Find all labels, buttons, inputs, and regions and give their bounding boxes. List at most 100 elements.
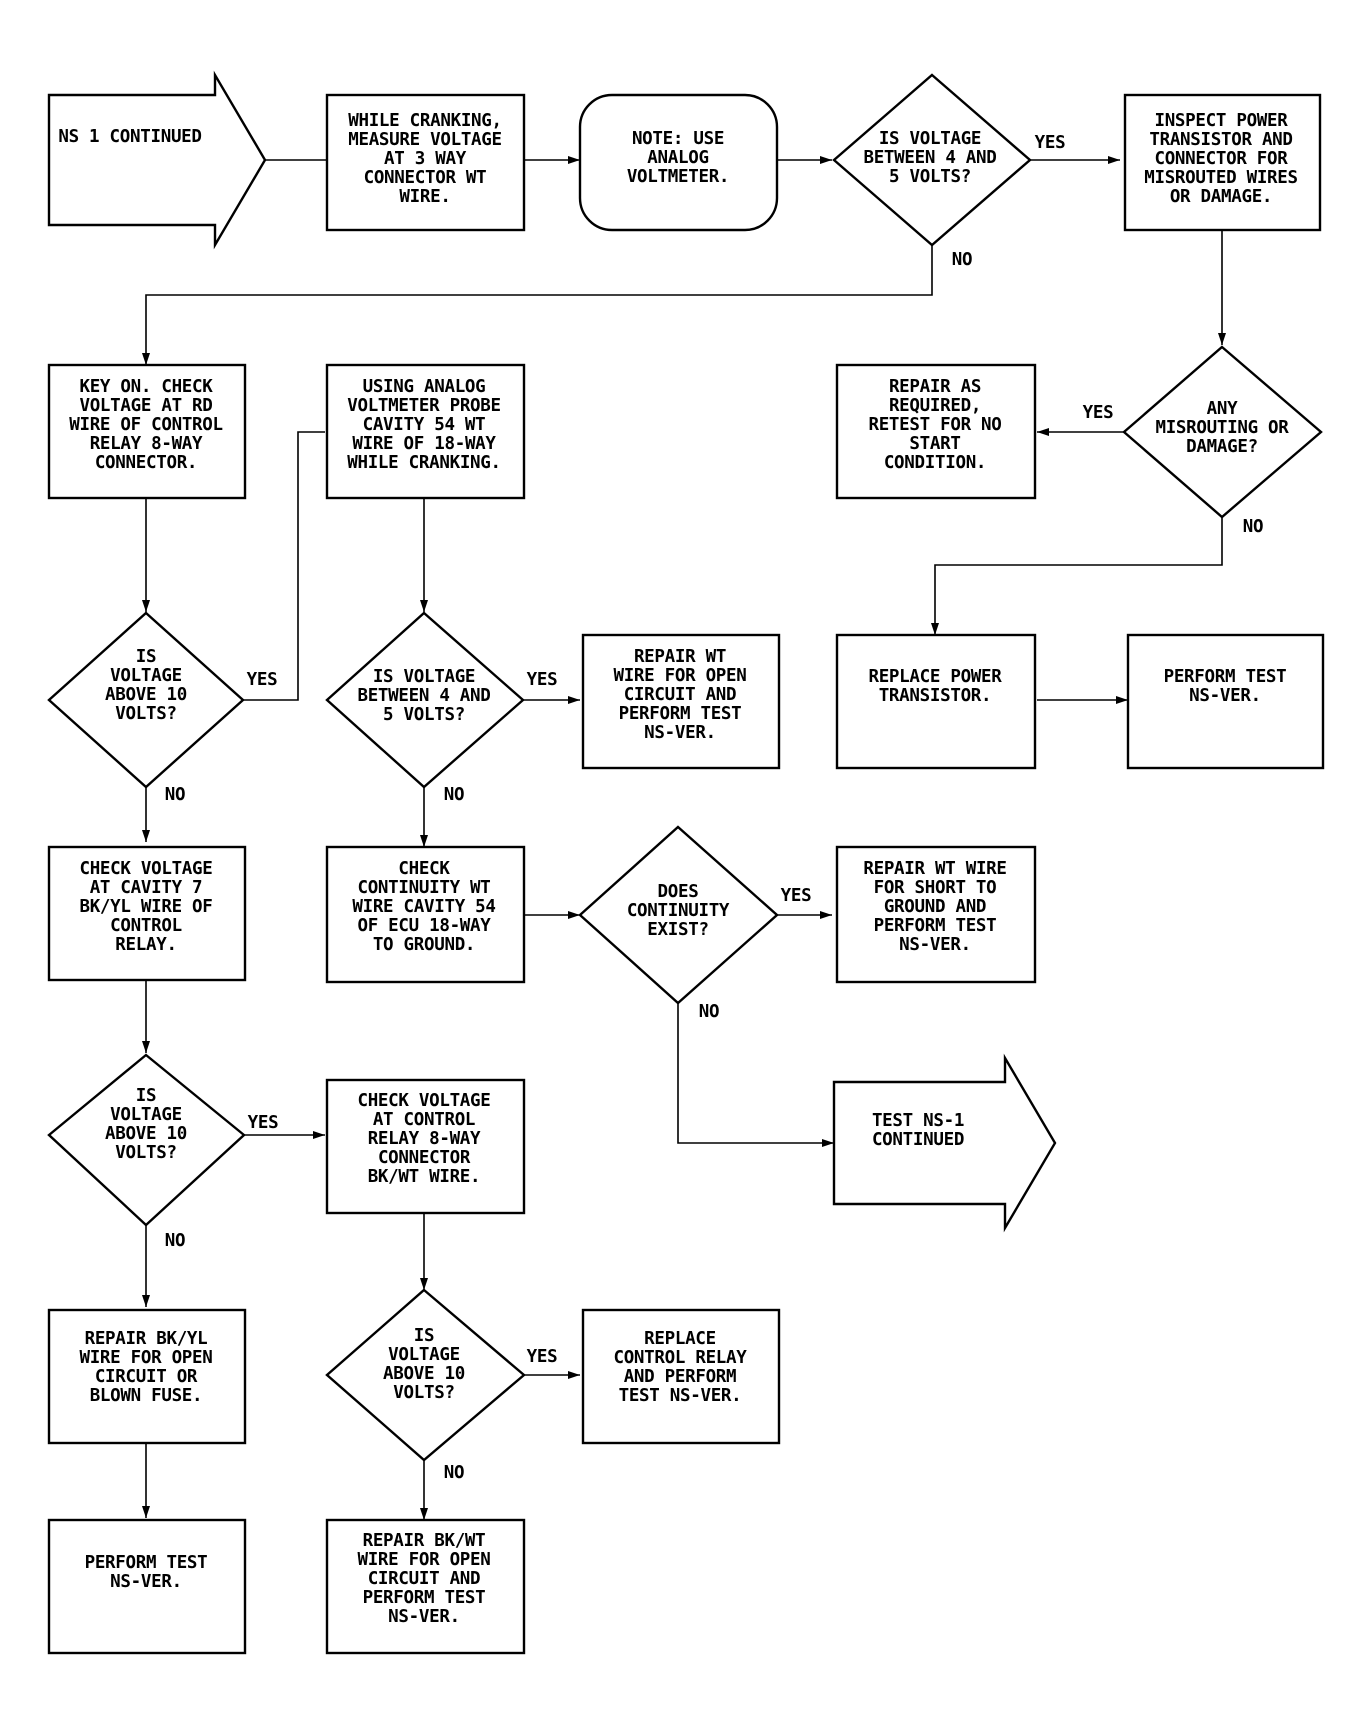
key-on-box [47, 363, 247, 500]
check-cavity7-text-line: RELAY. [115, 935, 176, 955]
inspect-text-line: OR DAMAGE. [1170, 187, 1272, 207]
replace-transistor-text-line: TRANSISTOR. [879, 686, 992, 706]
q-voltage-4-5-diamond [832, 73, 1032, 247]
q-misrouting-text-line: DAMAGE? [1186, 437, 1258, 457]
check-continuity-text-line: WIRE CAVITY 54 [352, 897, 495, 917]
repair-short-box [835, 845, 1037, 984]
replace-transistor-box [835, 633, 1037, 770]
q-voltage-4-5-b-diamond [325, 611, 525, 789]
key-on-text-line: WIRE OF CONTROL [69, 415, 223, 435]
key-on-text-line: VOLTAGE AT RD [79, 396, 212, 416]
repair-short-text-line: PERFORM TEST [874, 916, 997, 936]
yes-label: YES [1083, 403, 1114, 423]
check-continuity-text-line: TO GROUND. [373, 935, 475, 955]
q-continuity-diamond [578, 825, 779, 1005]
repair-bkwt-text-line: NS-VER. [388, 1607, 460, 1627]
repair-bkyl-text-line: BLOWN FUSE. [90, 1386, 203, 1406]
check-bkwt-box [325, 1078, 526, 1215]
check-cavity7-text-line: AT CAVITY 7 [90, 878, 203, 898]
analog-probe-text-line: VOLTMETER PROBE [347, 396, 501, 416]
key-on-text-line: CONNECTOR. [95, 453, 197, 473]
check-cavity7-box [47, 845, 247, 982]
repair-as-req-text-line: CONDITION. [884, 453, 986, 473]
start-block-arrow [47, 70, 267, 250]
inspect-box [1123, 93, 1322, 232]
check-bkwt-text-line: CONNECTOR [378, 1148, 471, 1168]
check-continuity-text-line: CONTINUITY WT [357, 878, 490, 898]
q-voltage-4-5-b-text-line: IS VOLTAGE [373, 667, 475, 687]
key-on-text-line: RELAY 8-WAY [90, 434, 203, 454]
perform-test-right-text-line: NS-VER. [1189, 686, 1261, 706]
repair-bkyl-box [47, 1308, 247, 1445]
no-label: NO [952, 250, 972, 270]
crank-measure-text-line: CONNECTOR WT [364, 168, 487, 188]
repair-as-req-text-line: REQUIRED, [889, 396, 981, 416]
q-above10-b-text-line: IS [136, 1086, 156, 1106]
perform-test-left-box [47, 1518, 247, 1655]
q-continuity-text-line: DOES [658, 882, 699, 902]
check-cavity7-text-line: CHECK VOLTAGE [79, 859, 212, 879]
yes-label: YES [527, 1347, 558, 1367]
check-continuity-text-line: OF ECU 18-WAY [357, 916, 491, 936]
repair-as-req-text-line: START [909, 434, 960, 454]
repair-bkyl-text-line: CIRCUIT OR [95, 1367, 198, 1387]
q-misrouting-text-line: MISROUTING OR [1155, 418, 1289, 438]
repair-wt-open-box [581, 633, 781, 770]
repair-as-req-text-line: REPAIR AS [889, 377, 981, 397]
shapes [47, 70, 1325, 1655]
continue-block-arrow [832, 1053, 1057, 1233]
replace-relay-text-line: CONTROL RELAY [613, 1348, 747, 1368]
perform-test-right-text-line: PERFORM TEST [1164, 667, 1287, 687]
replace-relay-text-line: REPLACE [644, 1329, 716, 1349]
yes-label: YES [527, 670, 558, 690]
q-above10-a-text-line: VOLTS? [115, 704, 176, 724]
q-above10-c-text-line: VOLTS? [393, 1383, 454, 1403]
crank-measure-text-line: MEASURE VOLTAGE [348, 130, 502, 150]
perform-test-left-text-line: PERFORM TEST [85, 1553, 208, 1573]
connector-lines [145, 159, 1223, 1520]
no-label: NO [165, 785, 185, 805]
repair-short-text-line: NS-VER. [899, 935, 971, 955]
test-ns1-continued-text-line: TEST NS-1 [872, 1111, 964, 1131]
q-continuity-text-line: EXIST? [647, 920, 708, 940]
replace-relay-text-line: AND PERFORM [624, 1367, 737, 1387]
q-above10-a-text-line: VOLTAGE [110, 666, 182, 686]
q-voltage-4-5-text-line: IS VOLTAGE [879, 129, 981, 149]
no-label: NO [1243, 517, 1263, 537]
inspect-text-line: INSPECT POWER [1154, 111, 1288, 131]
q-above10-b-diamond [47, 1053, 246, 1227]
repair-wt-open-text-line: PERFORM TEST [619, 704, 742, 724]
q-above10-b-text-line: VOLTS? [115, 1143, 176, 1163]
check-continuity-text-line: CHECK [398, 859, 450, 879]
test-ns1-continued-text-line: CONTINUED [872, 1130, 964, 1150]
q-voltage-4-5-b-text-line: BETWEEN 4 AND [357, 686, 490, 706]
q-voltage-4-5-text-line: 5 VOLTS? [889, 167, 971, 187]
inspect-text-line: TRANSISTOR AND [1149, 130, 1292, 150]
repair-wt-open-text-line: CIRCUIT AND [624, 685, 737, 705]
repair-as-required-box [835, 363, 1037, 500]
check-bkwt-text-line: AT CONTROL [373, 1110, 475, 1130]
q-misrouting-diamond [1122, 345, 1323, 519]
q-voltage-4-5-text-line: BETWEEN 4 AND [863, 148, 996, 168]
analog-probe-text-line: WHILE CRANKING. [347, 453, 501, 473]
replace-relay-box [581, 1308, 781, 1445]
no-label: NO [699, 1002, 719, 1022]
yes-label: YES [781, 886, 812, 906]
no-label: NO [444, 1463, 464, 1483]
no-label: NO [165, 1231, 185, 1251]
q-above10-a-text-line: ABOVE 10 [105, 685, 187, 705]
repair-bkyl-text-line: REPAIR BK/YL [85, 1329, 208, 1349]
key-on-text-line: KEY ON. CHECK [79, 377, 213, 397]
q-above10-c-text-line: ABOVE 10 [383, 1364, 465, 1384]
repair-short-text-line: REPAIR WT WIRE [863, 859, 1006, 879]
perform-test-right-box [1126, 633, 1325, 770]
repair-bkwt-text-line: CIRCUIT AND [368, 1569, 481, 1589]
q-above10-c-text-line: IS [414, 1326, 434, 1346]
repair-bkwt-text-line: WIRE FOR OPEN [357, 1550, 490, 1570]
q-above10-b-text-line: VOLTAGE [110, 1105, 182, 1125]
crank-measure-box [325, 93, 526, 232]
q-voltage-4-5-b-text-line: 5 VOLTS? [383, 705, 465, 725]
q-above10-c-diamond [325, 1288, 526, 1462]
yes-label: YES [248, 1113, 279, 1133]
